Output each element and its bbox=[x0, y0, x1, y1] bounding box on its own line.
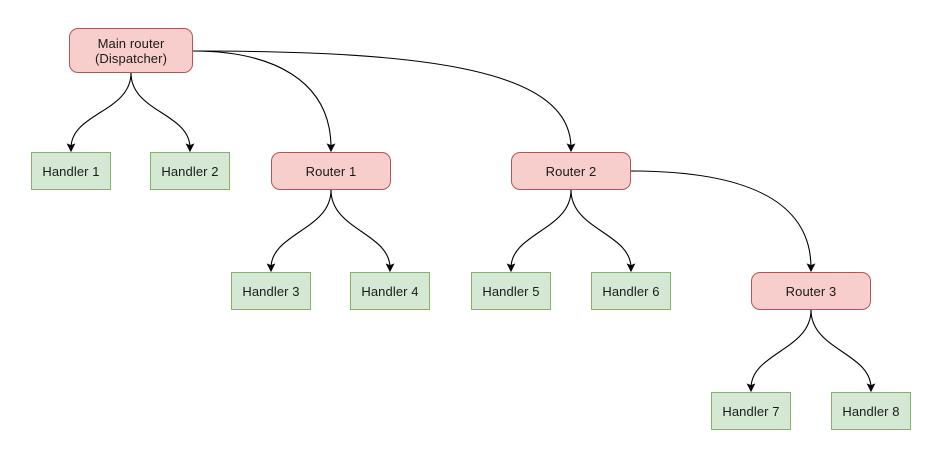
node-label-handler-3: Handler 3 bbox=[242, 283, 300, 299]
edge-main-to-handler-2 bbox=[130, 72, 195, 153]
node-label-handler-1: Handler 1 bbox=[42, 163, 100, 179]
edge-router-2-to-handler-5 bbox=[506, 189, 572, 273]
node-handler-3[interactable]: Handler 3 bbox=[231, 272, 311, 310]
node-label-handler-7: Handler 7 bbox=[722, 403, 780, 419]
node-handler-7[interactable]: Handler 7 bbox=[711, 392, 791, 430]
node-handler-1[interactable]: Handler 1 bbox=[31, 152, 111, 190]
node-handler-4[interactable]: Handler 4 bbox=[350, 272, 430, 310]
edge-router-3-to-handler-7 bbox=[746, 309, 812, 393]
edges-group bbox=[66, 50, 876, 393]
edge-router-3-to-handler-8 bbox=[810, 309, 876, 393]
edge-router-2-to-handler-6 bbox=[570, 189, 636, 273]
node-label-handler-2: Handler 2 bbox=[161, 163, 219, 179]
node-label-router-1: Router 1 bbox=[305, 163, 357, 179]
edge-main-to-router-2 bbox=[192, 50, 576, 153]
node-label-router-3: Router 3 bbox=[785, 283, 837, 299]
node-label-handler-6: Handler 6 bbox=[602, 283, 660, 299]
node-handler-2[interactable]: Handler 2 bbox=[150, 152, 230, 190]
node-handler-6[interactable]: Handler 6 bbox=[591, 272, 671, 310]
edge-router-2-to-router-3 bbox=[630, 170, 816, 273]
node-label-handler-4: Handler 4 bbox=[361, 283, 419, 299]
edge-main-to-handler-1 bbox=[66, 72, 132, 153]
edge-router-1-to-handler-4 bbox=[330, 189, 395, 273]
node-main-router[interactable]: Main router (Dispatcher) bbox=[69, 28, 193, 73]
node-label-handler-8: Handler 8 bbox=[842, 403, 900, 419]
edge-router-1-to-handler-3 bbox=[266, 189, 332, 273]
node-router-1[interactable]: Router 1 bbox=[271, 152, 391, 190]
node-label-handler-5: Handler 5 bbox=[482, 283, 540, 299]
node-router-2[interactable]: Router 2 bbox=[511, 152, 631, 190]
node-handler-5[interactable]: Handler 5 bbox=[471, 272, 551, 310]
node-router-3[interactable]: Router 3 bbox=[751, 272, 871, 310]
node-label-main-router: Main router (Dispatcher) bbox=[95, 35, 167, 66]
node-label-router-2: Router 2 bbox=[545, 163, 597, 179]
node-handler-8[interactable]: Handler 8 bbox=[831, 392, 911, 430]
edge-main-to-router-1 bbox=[192, 50, 336, 153]
